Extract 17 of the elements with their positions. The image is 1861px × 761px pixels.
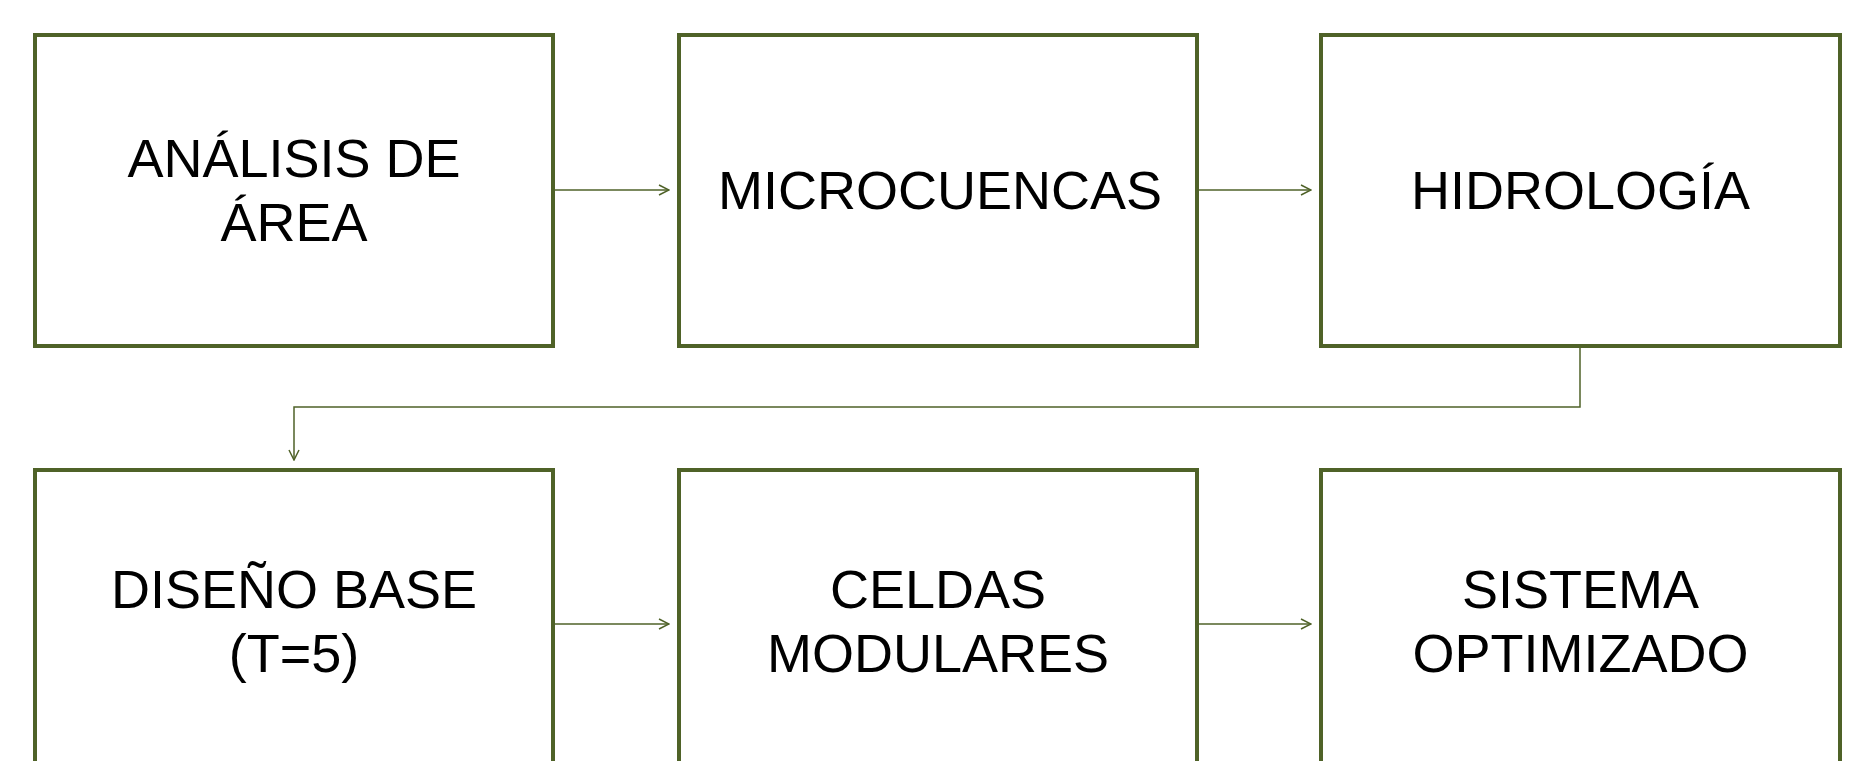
box-label: ANÁLISIS DE ÁREA <box>126 126 462 254</box>
box-label: HIDROLOGÍA <box>1410 158 1751 222</box>
box-label: SISTEMA OPTIMIZADO <box>1411 558 1750 685</box>
box-label: DISEÑO BASE (T=5) <box>109 558 479 685</box>
arrow <box>554 618 670 630</box>
process-box <box>677 33 1199 348</box>
arrow <box>288 347 1581 461</box>
process-box <box>1319 468 1842 761</box>
arrow <box>554 184 670 196</box>
arrow <box>1198 618 1312 630</box>
box-label: MICROCUENCAS <box>718 158 1158 222</box>
arrow <box>1198 184 1312 196</box>
process-box <box>1319 33 1842 348</box>
box-label: CELDAS MODULARES <box>765 558 1111 685</box>
process-box <box>33 33 555 348</box>
process-box <box>677 468 1199 761</box>
process-box <box>33 468 555 761</box>
